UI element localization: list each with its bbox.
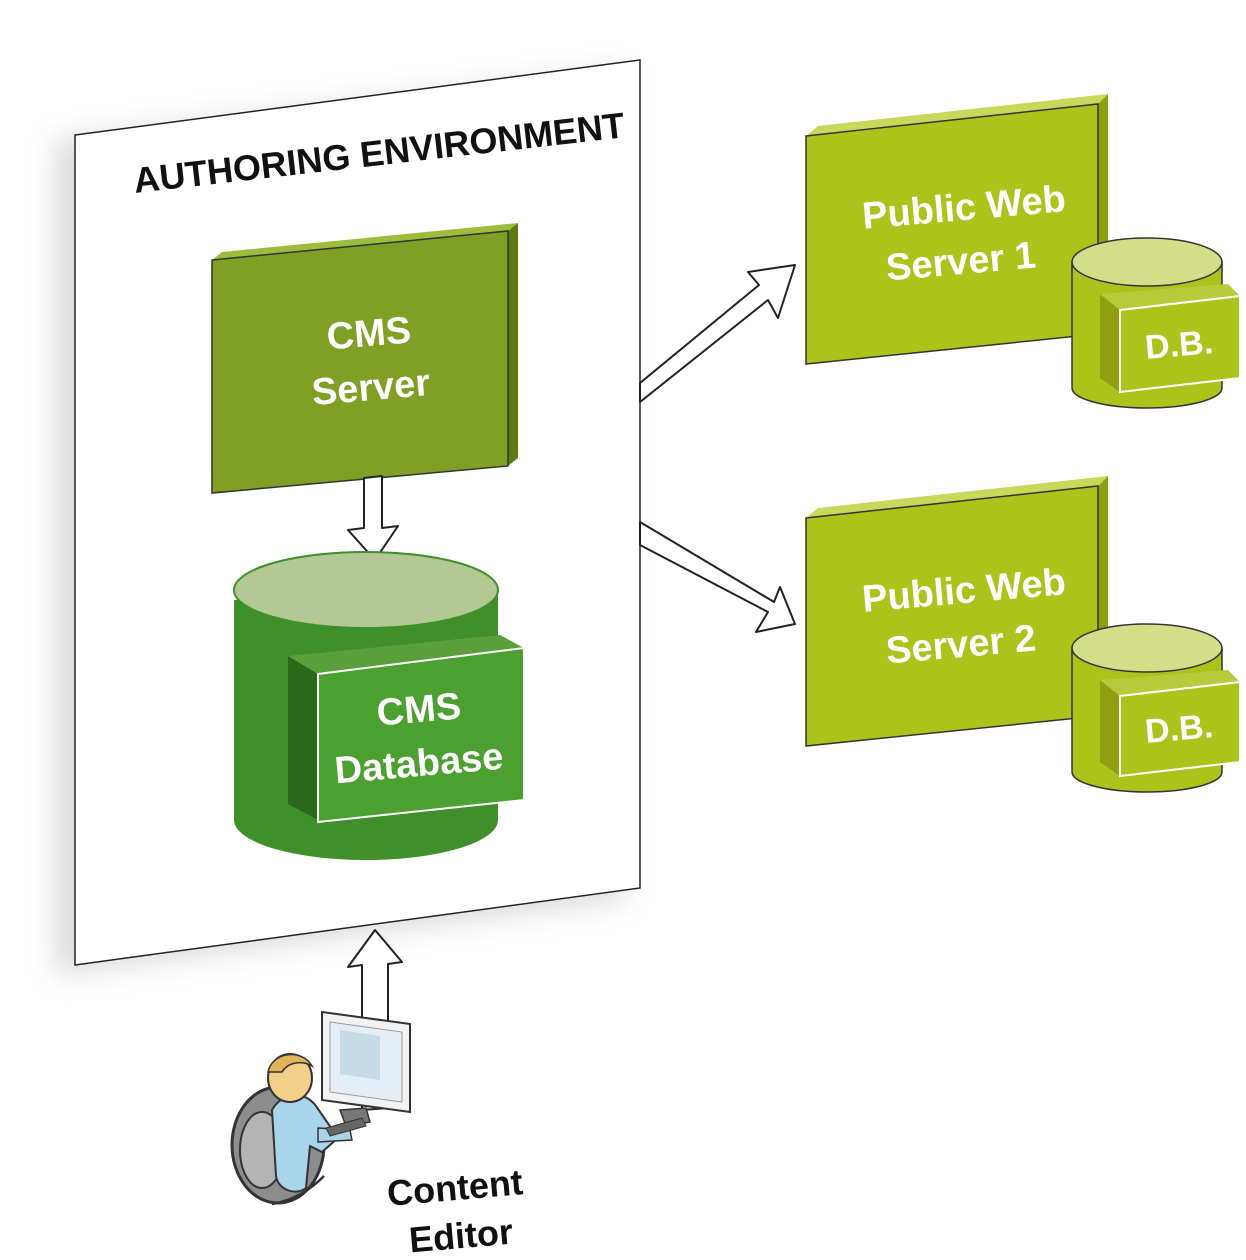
cms-server-label-line1: CMS [325,309,413,358]
cms-server-label-line2: Server [310,362,432,414]
cms-database-label-line1: CMS [375,685,463,734]
content-editor-label-line1: Content [385,1161,524,1214]
public-server-2-db-label: D.B. [1144,707,1215,751]
public-server-2-database: D.B. [1071,623,1241,793]
public-server-1-database: D.B. [1071,237,1241,409]
arrow-to-public-server-1 [639,264,796,403]
content-editor-figure [230,1010,411,1206]
public-web-server-1: Public Web Server 1 [805,94,1108,365]
public-web-server-2: Public Web Server 2 [805,476,1108,747]
public-server-1-db-label: D.B. [1144,323,1215,367]
arrow-to-public-server-2 [639,521,796,633]
cms-server-box: CMS Server [211,223,518,494]
arrow-server-to-database [347,475,399,561]
content-editor-label-line2: Editor [407,1211,514,1260]
cms-database-cylinder: CMS Database [233,551,525,860]
